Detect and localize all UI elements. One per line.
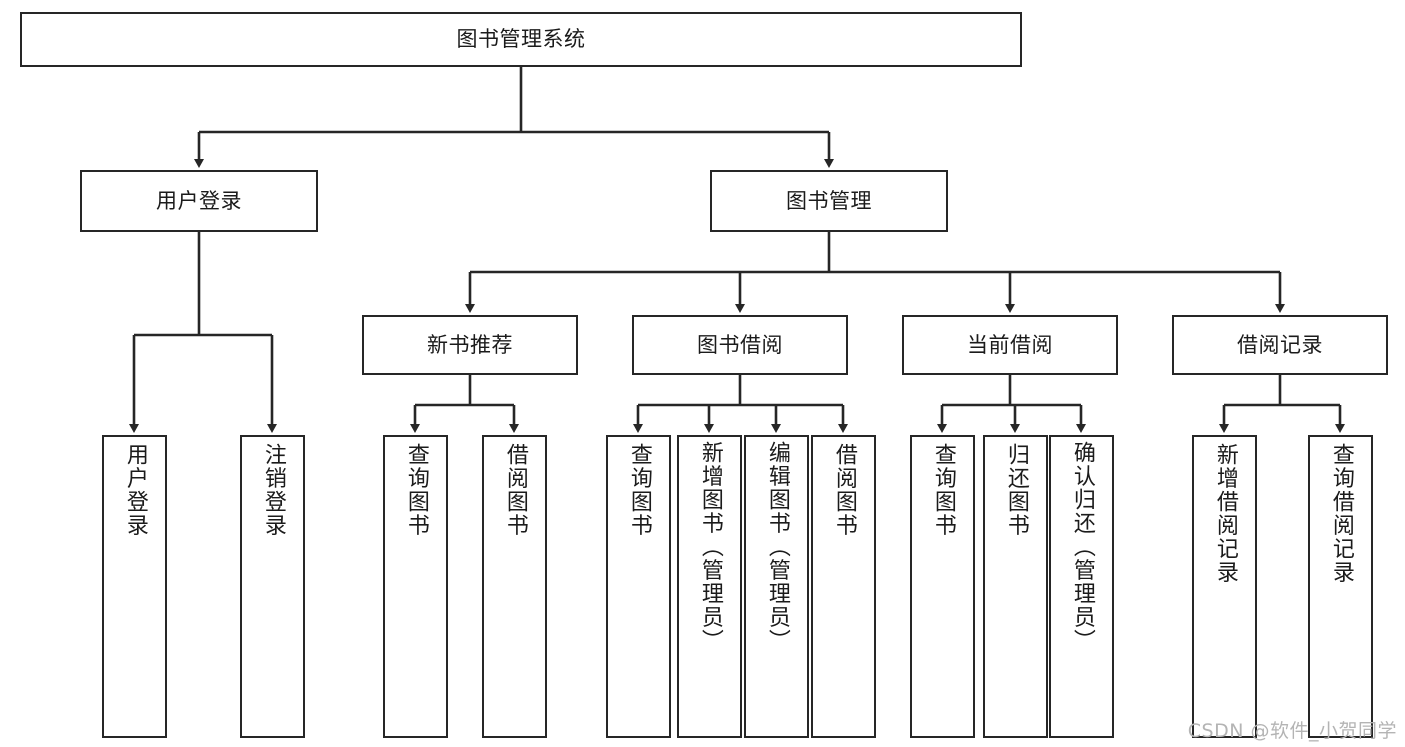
- node-leaf-query-borrow-record[interactable]: 查询借阅记录: [1308, 435, 1373, 738]
- node-borrow-record[interactable]: 借阅记录: [1172, 315, 1388, 375]
- node-leaf-add-book-label: 新增图书（管理员）: [697, 441, 723, 653]
- node-current-borrow[interactable]: 当前借阅: [902, 315, 1118, 375]
- node-leaf-query-book-borrow-label: 查询图书: [626, 443, 652, 537]
- node-leaf-add-borrow-record-label: 新增借阅记录: [1212, 443, 1238, 584]
- node-leaf-logout[interactable]: 注销登录: [240, 435, 305, 738]
- node-book-borrow-label: 图书借阅: [697, 332, 783, 357]
- node-leaf-edit-book-label: 编辑图书（管理员）: [764, 441, 790, 653]
- node-user-login[interactable]: 用户登录: [80, 170, 318, 232]
- node-leaf-query-borrow-record-label: 查询借阅记录: [1328, 443, 1354, 584]
- node-book-management-label: 图书管理: [786, 188, 872, 213]
- node-leaf-borrow-book-label: 借阅图书: [831, 443, 857, 537]
- node-leaf-add-book[interactable]: 新增图书（管理员）: [677, 435, 742, 738]
- node-leaf-query-book-recommend-label: 查询图书: [403, 443, 429, 537]
- node-leaf-borrow-book-recommend[interactable]: 借阅图书: [482, 435, 547, 738]
- node-borrow-record-label: 借阅记录: [1237, 332, 1323, 357]
- node-leaf-query-book-current[interactable]: 查询图书: [910, 435, 975, 738]
- node-book-management[interactable]: 图书管理: [710, 170, 948, 232]
- node-leaf-borrow-book[interactable]: 借阅图书: [811, 435, 876, 738]
- node-user-login-label: 用户登录: [156, 188, 242, 213]
- node-root-label: 图书管理系统: [456, 27, 586, 52]
- node-leaf-query-book-recommend[interactable]: 查询图书: [383, 435, 448, 738]
- node-new-book-recommend[interactable]: 新书推荐: [362, 315, 578, 375]
- node-leaf-add-borrow-record[interactable]: 新增借阅记录: [1192, 435, 1257, 738]
- node-leaf-confirm-return-label: 确认归还（管理员）: [1069, 441, 1095, 653]
- node-leaf-query-book-borrow[interactable]: 查询图书: [606, 435, 671, 738]
- node-leaf-logout-label: 注销登录: [260, 443, 286, 537]
- node-leaf-return-book[interactable]: 归还图书: [983, 435, 1048, 738]
- node-leaf-confirm-return[interactable]: 确认归还（管理员）: [1049, 435, 1114, 738]
- node-leaf-edit-book[interactable]: 编辑图书（管理员）: [744, 435, 809, 738]
- node-leaf-user-login[interactable]: 用户登录: [102, 435, 167, 738]
- node-book-borrow[interactable]: 图书借阅: [632, 315, 848, 375]
- node-root[interactable]: 图书管理系统: [20, 12, 1022, 67]
- node-current-borrow-label: 当前借阅: [967, 332, 1053, 357]
- node-new-book-recommend-label: 新书推荐: [427, 332, 513, 357]
- node-leaf-return-book-label: 归还图书: [1003, 443, 1029, 537]
- node-leaf-query-book-current-label: 查询图书: [930, 443, 956, 537]
- watermark-text: CSDN @软件_小贺同学: [1187, 720, 1397, 742]
- node-leaf-user-login-label: 用户登录: [122, 443, 148, 537]
- node-leaf-borrow-book-recommend-label: 借阅图书: [502, 443, 528, 537]
